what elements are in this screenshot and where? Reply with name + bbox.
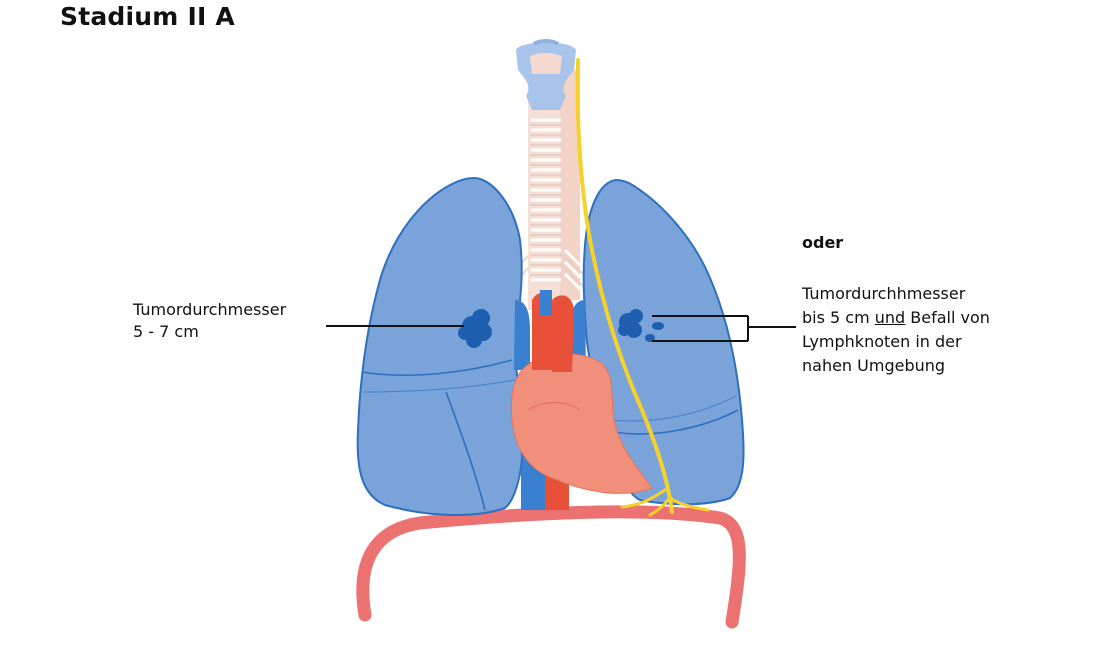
phrenic-nerve [575, 58, 674, 514]
alternative-label-line4: nahen Umgebung [802, 356, 946, 375]
line2-underlined: und [874, 308, 906, 327]
right-lung [356, 176, 524, 517]
alternative-label: Tumordurchhmesser bis 5 cm und Befall vo… [802, 282, 990, 378]
pulmonary-vessel-right [514, 300, 530, 370]
trachea [528, 70, 580, 310]
tumor-size-label-line1: Tumordurchmesser [133, 300, 287, 319]
line2-before: bis 5 cm [802, 308, 875, 327]
or-label: oder [802, 233, 844, 252]
tumor-secondary [618, 309, 643, 338]
left-lung [582, 178, 745, 506]
callout-bracket-right [652, 315, 796, 342]
diaphragm [356, 505, 746, 629]
alternative-label-line2: bis 5 cm und Befall von [802, 306, 990, 330]
larynx [516, 39, 576, 110]
pulmonary-vessel-left [570, 300, 586, 370]
lymph-node [652, 322, 664, 330]
line2-after: Befall von [905, 308, 990, 327]
tumor-primary [458, 309, 492, 348]
alternative-label-line3: Lymphknoten in der [802, 332, 962, 351]
heart [510, 290, 653, 494]
tumor-size-label: Tumordurchmesser 5 - 7 cm [133, 299, 286, 343]
tumor-size-label-line2: 5 - 7 cm [133, 322, 199, 341]
diagram-title: Stadium II A [60, 2, 235, 31]
alternative-label-line1: Tumordurchhmesser [802, 284, 966, 303]
